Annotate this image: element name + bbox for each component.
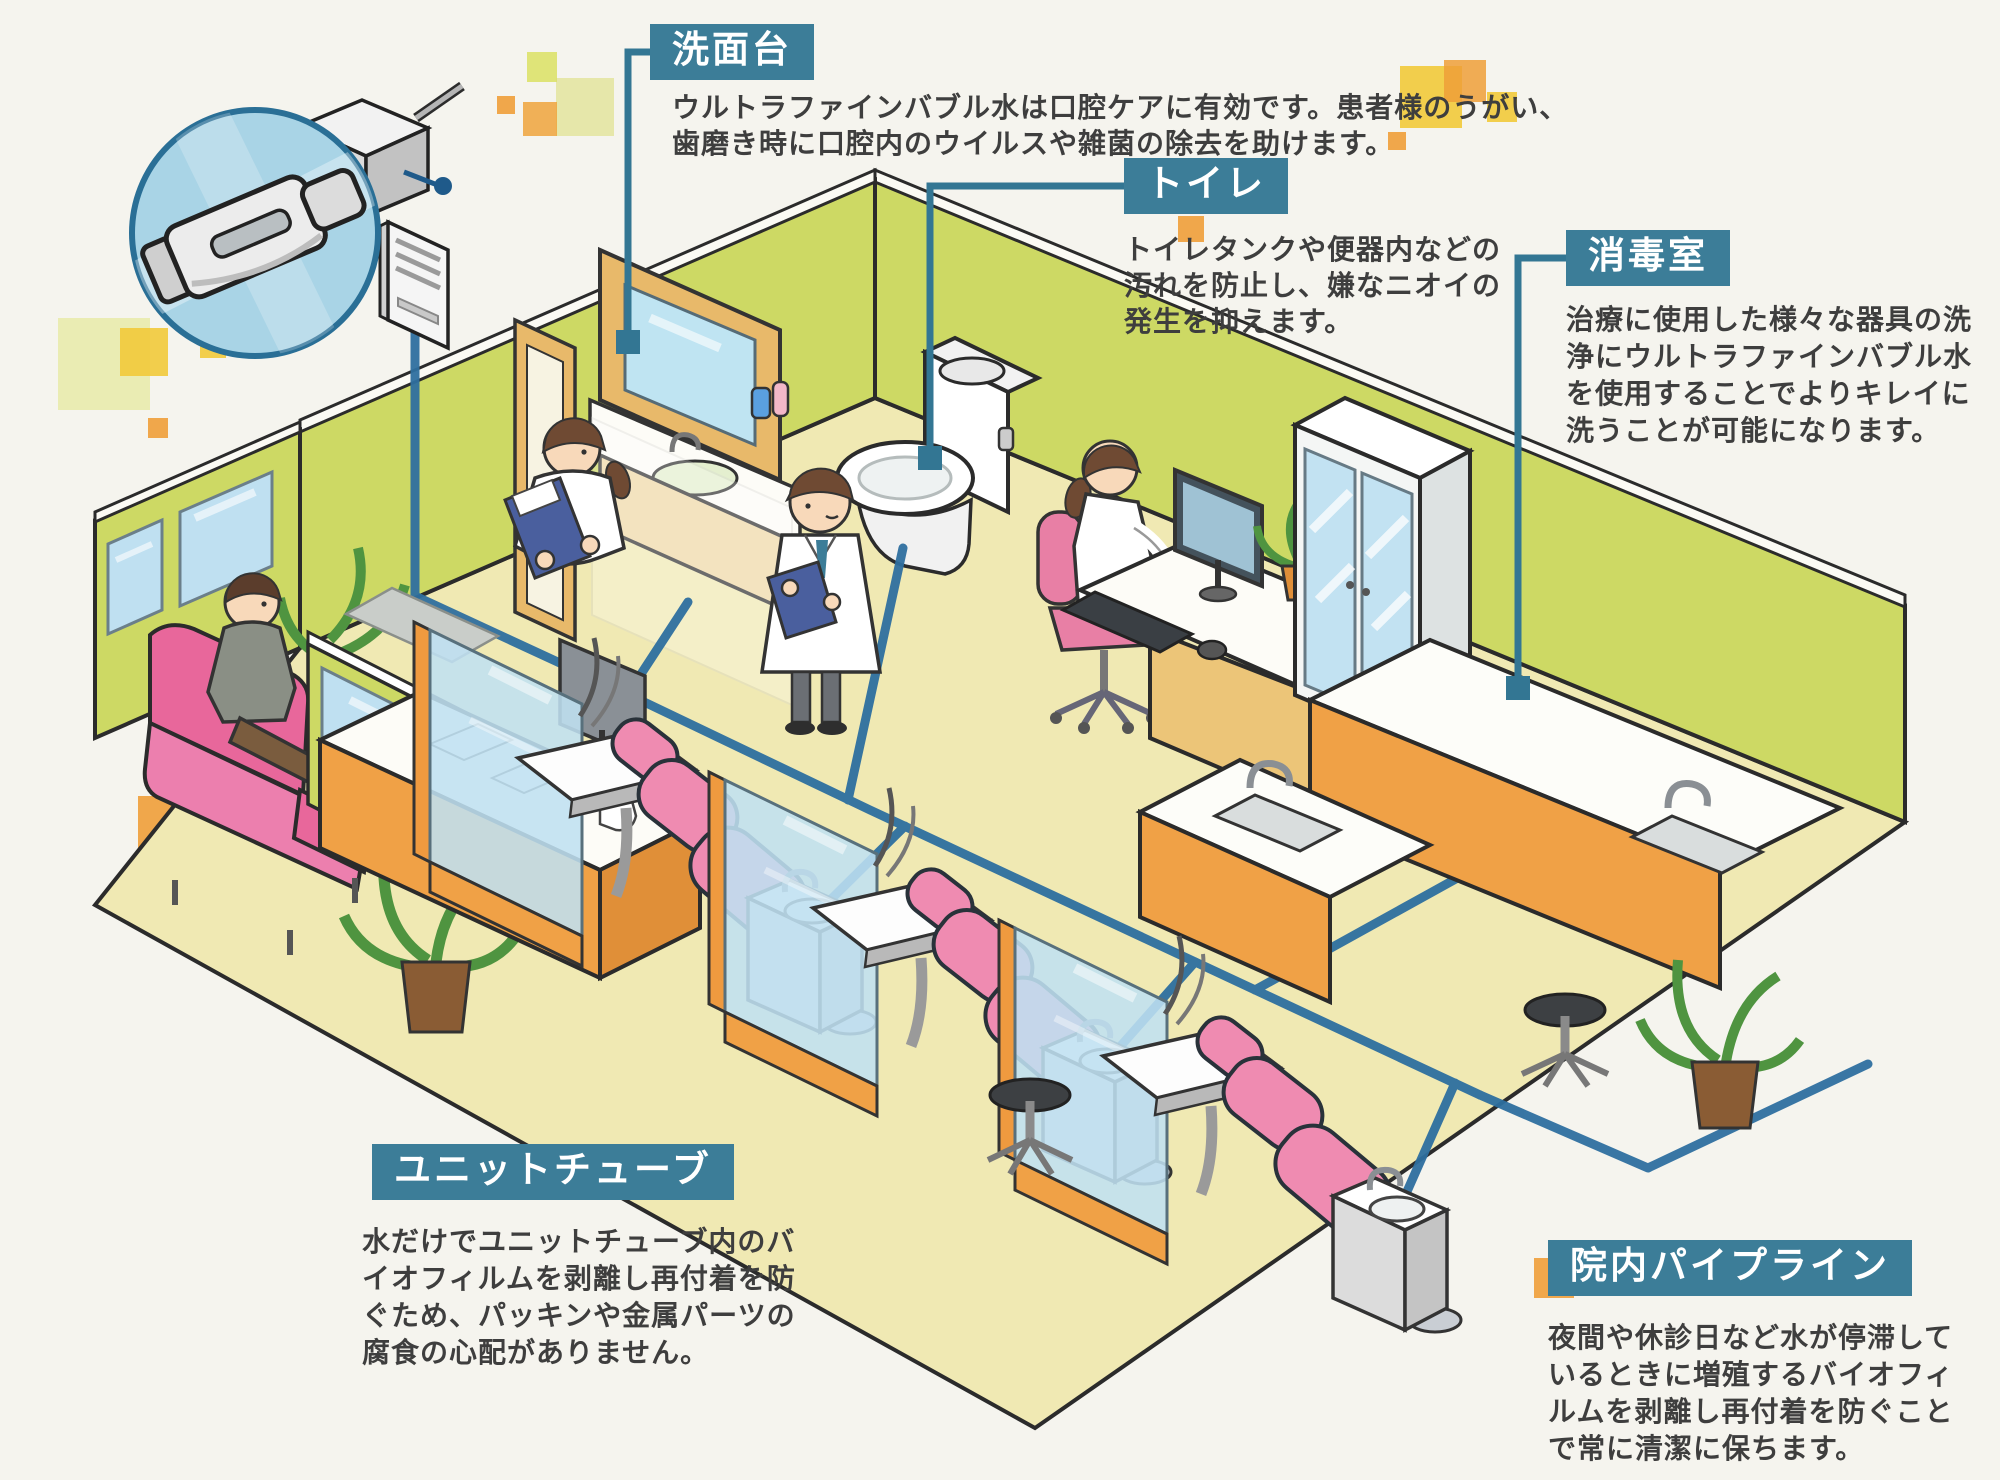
sterilization-marker (1506, 676, 1530, 700)
stool (1520, 992, 1610, 1088)
unit-tube-text-line: ぐため、パッキンや金属パーツの (362, 1299, 796, 1332)
washstand-marker (616, 330, 640, 354)
washstand (588, 246, 802, 707)
washstand-connector (624, 48, 655, 338)
sterilization-text-line: 浄にウルトラファインバブル水 (1566, 340, 1973, 373)
mouse (1196, 639, 1228, 661)
sterilization-room-label: 消毒室 (1566, 230, 1730, 286)
toilet-text-line: 汚れを防止し、嫌なニオイの (1124, 269, 1502, 302)
unit-tube-label: ユニットチューブ (372, 1144, 734, 1200)
toilet-text-line: 発生を抑えます。 (1124, 305, 1354, 338)
soap-bottle (750, 386, 772, 420)
toilet-connector (926, 182, 1126, 450)
waiting-room-window (178, 469, 274, 609)
sterilization-text-line: 治療に使用した様々な器具の洗 (1566, 303, 1973, 336)
callout-connectors (616, 48, 1568, 700)
generator-inset-circle (129, 107, 381, 359)
potted-plant (1635, 959, 1805, 1130)
dentist (759, 467, 883, 735)
sink (1628, 814, 1766, 875)
sterilization-text-line: 洗うことが可能になります。 (1566, 414, 1941, 447)
unit-tube-text-line: イオフィルムを剥離し再付着を防 (362, 1262, 796, 1295)
receptionist (503, 417, 631, 580)
toilet-text-line: トイレタンクや便器内などの (1124, 233, 1502, 266)
bubble-generator-device (129, 81, 465, 359)
soap-bottle (771, 380, 790, 418)
sink (1211, 793, 1344, 853)
bubble-nozzle (140, 168, 367, 305)
toilet-marker (918, 446, 942, 470)
dental-units (414, 622, 1461, 1332)
unit-tube-text-line: 腐食の心配がありません。 (362, 1336, 710, 1369)
pipeline-text-line: ルムを剥離し再付着を防ぐこと (1548, 1395, 1954, 1428)
washstand-label: 洗面台 (650, 24, 814, 80)
keyboard (1059, 590, 1196, 654)
washstand-text-line: ウルトラファインバブル水は口腔ケアに有効です。患者様のうがい、 (672, 91, 1569, 124)
pipeline-text-line: で常に清潔に保ちます。 (1548, 1432, 1865, 1465)
pipeline-text-line: いるときに増殖するバイオフィ (1548, 1358, 1954, 1391)
stool (986, 1077, 1074, 1176)
sterilization-connector (1514, 254, 1568, 680)
faucet (1664, 780, 1711, 809)
pipeline-label: 院内パイプライン (1548, 1240, 1912, 1296)
washstand-text-line: 歯磨き時に口腔内のウイルスや雑菌の除去を助けます。 (672, 127, 1395, 160)
sterilization-text-line: を使用することでよりキレイに (1566, 377, 1971, 410)
faucet (1246, 760, 1293, 789)
wall-mounted-unit (378, 219, 450, 351)
toilet-label: トイレ (1124, 158, 1288, 214)
desk-computer (1059, 467, 1264, 661)
sterilization-counter (1135, 637, 1845, 1130)
pipeline-text-line: 夜間や休診日など水が停滞して (1548, 1321, 1954, 1354)
unit-tube-text-line: 水だけでユニットチューブ内のバ (362, 1225, 796, 1258)
